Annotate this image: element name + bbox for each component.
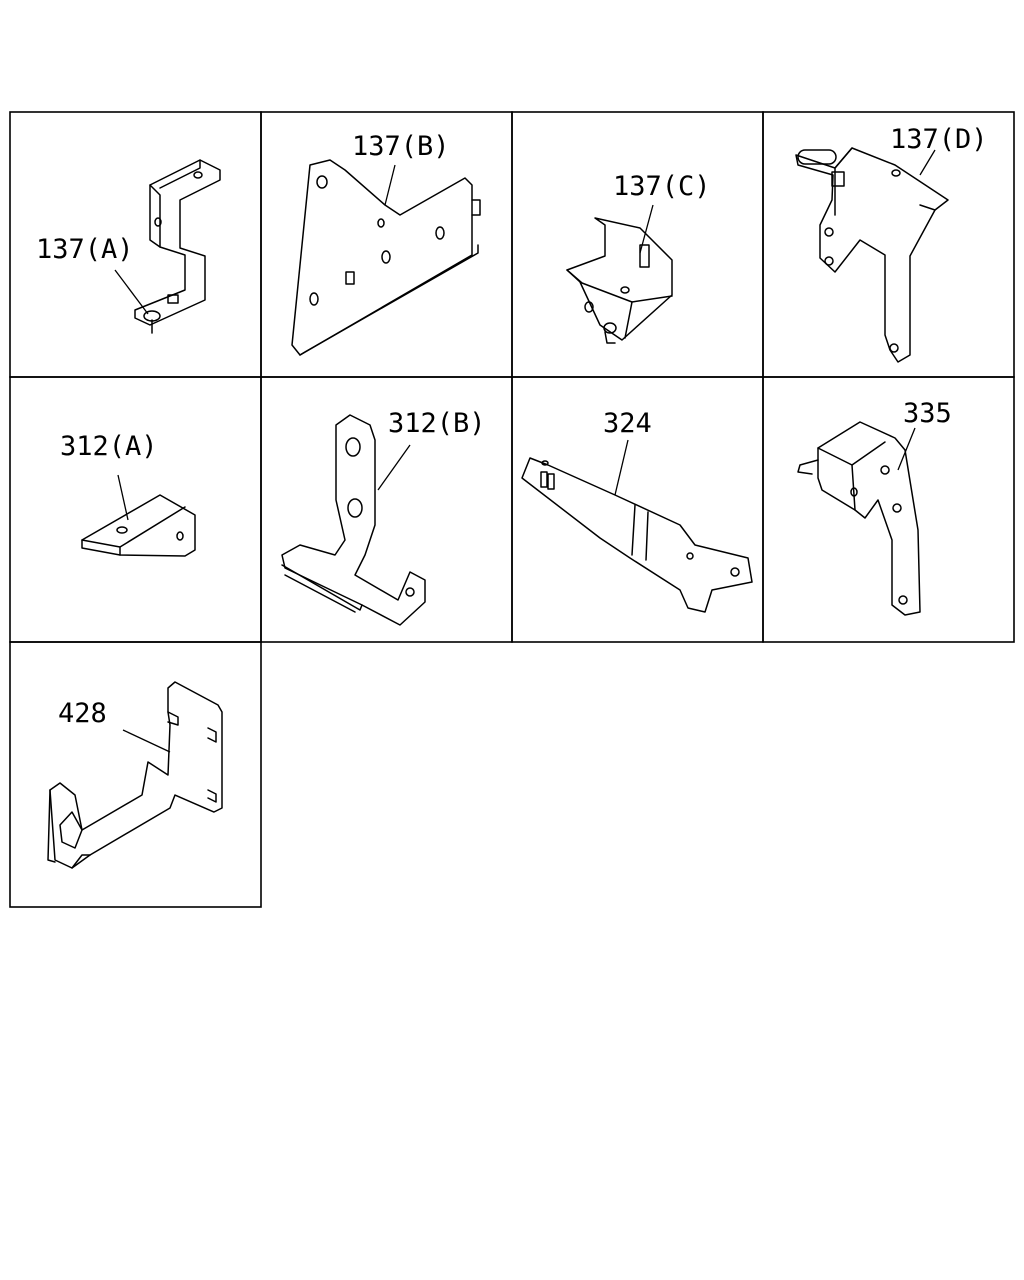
label-137a-text: 137(A) — [36, 234, 134, 265]
label-428: 428 — [58, 698, 171, 753]
part-312b-drawing — [281, 414, 426, 626]
leader-312a — [117, 474, 129, 521]
label-137b-text: 137(B) — [352, 131, 450, 162]
part-312a-drawing — [81, 494, 196, 557]
label-428-text: 428 — [58, 698, 107, 729]
label-312a: 312(A) — [60, 431, 158, 521]
leader-335 — [897, 427, 916, 471]
part-137d-drawing — [795, 147, 949, 363]
label-324-text: 324 — [603, 408, 652, 439]
leader-137b — [384, 164, 396, 206]
label-137d-text: 137(D) — [890, 124, 988, 155]
part-335-drawing — [797, 421, 921, 616]
part-137c-drawing — [566, 217, 673, 344]
leader-137d — [919, 149, 936, 176]
cell-137c — [511, 111, 764, 378]
leader-312b — [377, 444, 411, 491]
label-137b: 137(B) — [352, 131, 450, 206]
leader-137c — [639, 204, 654, 254]
label-137c-text: 137(C) — [613, 171, 711, 202]
part-324-drawing — [521, 457, 753, 613]
label-137d: 137(D) — [890, 124, 988, 176]
cell-428 — [9, 641, 262, 908]
label-137a: 137(A) — [36, 234, 149, 315]
part-137a-drawing — [134, 159, 221, 334]
label-335: 335 — [897, 398, 952, 471]
grid — [9, 111, 1015, 908]
label-312a-text: 312(A) — [60, 431, 158, 462]
leader-324 — [614, 439, 629, 496]
part-428-drawing — [47, 681, 223, 869]
cell-335 — [762, 376, 1015, 643]
label-335-text: 335 — [903, 398, 952, 429]
label-312b: 312(B) — [377, 408, 486, 491]
part-137b-drawing — [291, 159, 481, 356]
label-324: 324 — [603, 408, 652, 496]
leader-428 — [122, 729, 171, 753]
leader-137a — [114, 269, 149, 315]
label-312b-text: 312(B) — [388, 408, 486, 439]
label-137c: 137(C) — [613, 171, 711, 254]
